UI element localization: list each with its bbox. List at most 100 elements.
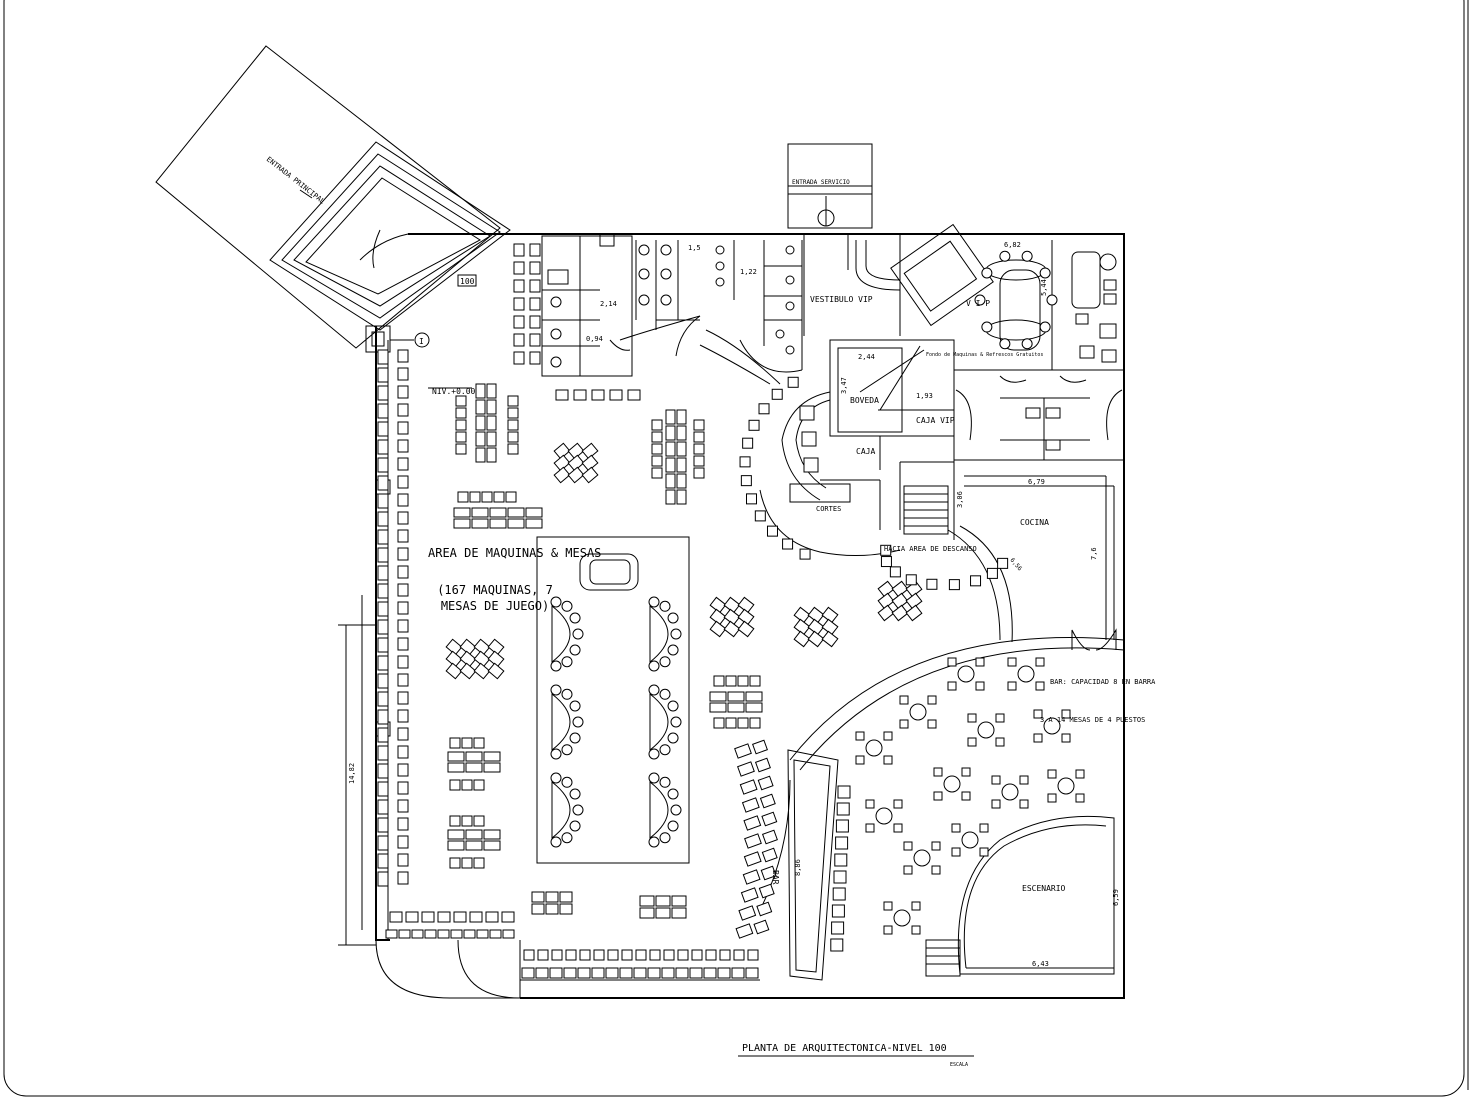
machine-cluster-unit bbox=[455, 431, 467, 443]
label-vestibulo-vip: VESTIBULO VIP bbox=[810, 295, 873, 304]
machine-cluster-unit bbox=[693, 455, 705, 467]
dim-656: 6,56 bbox=[1008, 557, 1023, 573]
slot-machine bbox=[759, 793, 776, 809]
bar-chair bbox=[1019, 799, 1029, 809]
service-entrance bbox=[787, 143, 873, 229]
slot-machine bbox=[397, 385, 409, 399]
machine-cluster-unit bbox=[793, 630, 811, 648]
bar-chair bbox=[893, 799, 903, 809]
machine-cluster-unit bbox=[507, 443, 519, 455]
machine-cluster-unit bbox=[507, 518, 525, 529]
machine-cluster-unit bbox=[671, 895, 687, 907]
slot-machine bbox=[397, 835, 409, 849]
bar-chair bbox=[931, 865, 941, 875]
bar-chair bbox=[1075, 793, 1085, 803]
label-nivel: NIV.+0.00 bbox=[432, 387, 476, 396]
machine-cluster-unit bbox=[475, 383, 486, 399]
slot-machine bbox=[677, 949, 689, 961]
slot-machine bbox=[377, 781, 389, 797]
machine-cluster-unit bbox=[676, 409, 687, 425]
machine-cluster-unit bbox=[749, 675, 761, 687]
slot-machine bbox=[753, 919, 770, 935]
machine-cluster-unit bbox=[486, 431, 497, 447]
slot-machine bbox=[675, 967, 689, 979]
slot-machine bbox=[756, 901, 773, 917]
cashier-booth bbox=[801, 431, 817, 447]
bar-chair bbox=[967, 737, 977, 747]
label-escenario: ESCENARIO bbox=[1022, 884, 1066, 893]
slot-machine bbox=[397, 619, 409, 633]
slot-machine bbox=[758, 403, 770, 415]
bar-chair bbox=[995, 737, 1005, 747]
slot-machine bbox=[880, 556, 892, 568]
slot-machine bbox=[476, 929, 489, 939]
gaming-seat bbox=[648, 772, 660, 784]
machine-cluster-unit bbox=[461, 779, 473, 791]
bar-chair bbox=[1061, 733, 1071, 743]
machine-cluster-unit bbox=[821, 618, 839, 636]
machine-cluster-unit bbox=[471, 518, 489, 529]
slot-machine bbox=[633, 967, 647, 979]
slot-machine bbox=[377, 745, 389, 761]
machine-cluster-unit bbox=[531, 903, 545, 915]
bar-chair bbox=[865, 823, 875, 833]
bar-stool bbox=[834, 853, 848, 867]
bar-chair bbox=[933, 767, 943, 777]
bar-table bbox=[1057, 777, 1075, 795]
axis-marker-label: I bbox=[419, 337, 424, 346]
label-note-boveda: Fondo de Maquinas & Refrescos Gratuitos bbox=[926, 352, 1043, 358]
gaming-seat bbox=[550, 596, 562, 608]
slot-machine bbox=[397, 655, 409, 669]
slot-machine bbox=[513, 351, 525, 365]
dim-122: 1,22 bbox=[740, 268, 757, 276]
gaming-seat bbox=[561, 656, 573, 668]
bar-chair bbox=[899, 719, 909, 729]
machine-cluster-unit bbox=[737, 717, 749, 729]
machine-cluster-unit bbox=[525, 507, 543, 518]
slot-machine bbox=[485, 911, 499, 923]
machine-cluster-unit bbox=[449, 779, 461, 791]
gaming-seat bbox=[648, 836, 660, 848]
machine-cluster-unit bbox=[905, 604, 923, 622]
bar-chair bbox=[991, 775, 1001, 785]
dim-244: 2,44 bbox=[858, 353, 875, 361]
bar-table bbox=[893, 909, 911, 927]
machine-cluster-unit bbox=[639, 895, 655, 907]
machine-cluster-unit bbox=[449, 857, 461, 869]
dim-659: 6,59 bbox=[1112, 889, 1120, 906]
slot-machine bbox=[397, 565, 409, 579]
label-vip: V I P bbox=[966, 299, 990, 308]
machine-cluster-unit bbox=[465, 751, 483, 762]
bar-chair bbox=[1007, 657, 1017, 667]
slot-machine bbox=[742, 869, 761, 885]
bar-chair bbox=[911, 901, 921, 911]
bar-table bbox=[909, 703, 927, 721]
dim-094: 0,94 bbox=[586, 335, 603, 343]
slot-machine bbox=[740, 887, 759, 903]
gaming-seat bbox=[659, 656, 671, 668]
machine-cluster-unit bbox=[455, 443, 467, 455]
gaming-seat bbox=[648, 660, 660, 672]
gaming-seat bbox=[569, 612, 581, 624]
level-tag-box bbox=[457, 274, 477, 287]
machine-cluster-unit bbox=[481, 491, 493, 503]
slot-machine bbox=[398, 929, 411, 939]
slot-machine bbox=[513, 297, 525, 311]
slot-machine bbox=[889, 566, 901, 578]
slot-machine bbox=[926, 578, 938, 590]
bar-table bbox=[961, 831, 979, 849]
slot-machine bbox=[397, 439, 409, 453]
dim-347: 3,47 bbox=[840, 377, 848, 394]
gaming-seat bbox=[550, 772, 562, 784]
bar-chair bbox=[1047, 793, 1057, 803]
bar-chair bbox=[995, 713, 1005, 723]
slot-machine bbox=[743, 815, 762, 831]
machine-cluster-unit bbox=[445, 662, 463, 680]
bar-chair bbox=[1035, 657, 1045, 667]
slot-machine bbox=[377, 529, 389, 545]
dim-679: 6,79 bbox=[1028, 478, 1045, 486]
slot-machine bbox=[489, 929, 502, 939]
gaming-seat bbox=[569, 788, 581, 800]
slot-machine bbox=[513, 333, 525, 347]
machine-cluster-unit bbox=[469, 491, 481, 503]
